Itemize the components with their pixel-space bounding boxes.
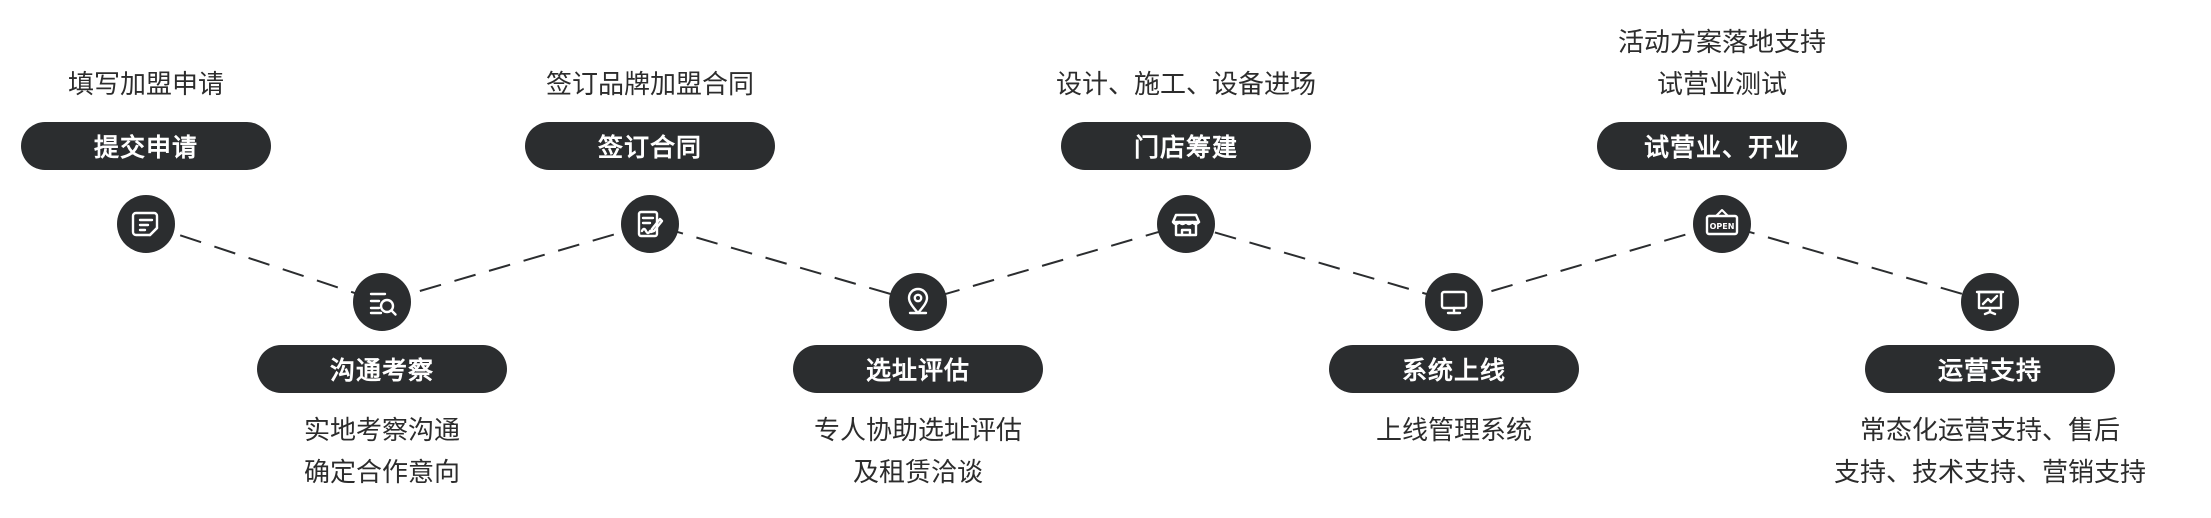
step-note-line: 填写加盟申请 xyxy=(67,70,224,100)
location-pin-icon xyxy=(889,273,947,331)
contract-sign-icon xyxy=(621,195,679,253)
open-sign-icon: OPEN xyxy=(1693,195,1751,253)
step-title-badge: 试营业、开业 xyxy=(1597,122,1847,170)
step-note: 设计、施工、设备进场 xyxy=(996,64,1376,106)
step-note-line: 专人协助选址评估 xyxy=(813,416,1022,446)
step-title-badge: 门店筹建 xyxy=(1061,122,1311,170)
step-note-line: 及租赁洽谈 xyxy=(852,458,983,488)
step-title-badge: 系统上线 xyxy=(1329,345,1579,393)
monitor-icon xyxy=(1425,273,1483,331)
application-form-icon xyxy=(117,195,175,253)
step-note-line: 确定合作意向 xyxy=(303,458,460,488)
step-note: 上线管理系统 xyxy=(1264,410,1644,452)
step-note-line: 设计、施工、设备进场 xyxy=(1055,70,1316,100)
step-note-line: 试营业测试 xyxy=(1656,70,1787,100)
step-note-line: 常态化运营支持、售后 xyxy=(1859,416,2120,446)
open-sign-text: OPEN xyxy=(1710,222,1735,231)
step-note-line: 实地考察沟通 xyxy=(303,416,460,446)
step-note: 实地考察沟通 确定合作意向 xyxy=(192,410,572,494)
step-note-line: 支持、技术支持、营销支持 xyxy=(1833,458,2146,488)
step-note-line: 上线管理系统 xyxy=(1375,416,1532,446)
presentation-chart-icon xyxy=(1961,273,2019,331)
step-note-line: 活动方案落地支持 xyxy=(1617,28,1826,58)
step-note: 填写加盟申请 xyxy=(0,64,336,106)
step-title-badge: 签订合同 xyxy=(525,122,775,170)
step-note: 签订品牌加盟合同 xyxy=(460,64,840,106)
search-list-icon xyxy=(353,273,411,331)
storefront-icon xyxy=(1157,195,1215,253)
step-title-badge: 选址评估 xyxy=(793,345,1043,393)
step-title-badge: 运营支持 xyxy=(1865,345,2115,393)
step-title-badge: 沟通考察 xyxy=(257,345,507,393)
step-note: 专人协助选址评估 及租赁洽谈 xyxy=(728,410,1108,494)
step-note: 常态化运营支持、售后 支持、技术支持、营销支持 xyxy=(1800,410,2180,494)
step-note-line: 签订品牌加盟合同 xyxy=(545,70,754,100)
step-note: 活动方案落地支持 试营业测试 xyxy=(1532,22,1912,106)
step-title-badge: 提交申请 xyxy=(21,122,271,170)
